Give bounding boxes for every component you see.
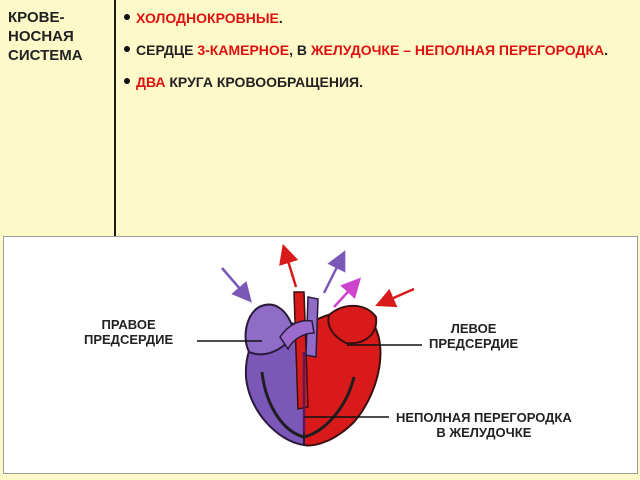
label-right-atrium: ПРАВОЕ ПРЕДСЕРДИЕ: [84, 317, 173, 347]
fact-heart: СЕРДЦЕ 3-КАМЕРНОЕ, В ЖЕЛУДОЧКЕ – НЕПОЛНА…: [124, 40, 634, 60]
fact-text: КРУГА КРОВООБРАЩЕНИЯ: [165, 74, 360, 90]
arrow-arterial-in: [375, 287, 415, 308]
bullet-icon: [124, 14, 130, 21]
fact-text-highlight: 3-КАМЕРНОЕ: [197, 42, 290, 58]
right-atrium: [244, 303, 296, 356]
bullet-icon: [124, 46, 130, 53]
fact-text: СЕРДЦЕ: [136, 42, 198, 58]
arrow-arterial-out: [279, 243, 299, 288]
section-title: КРОВЕ- НОСНАЯ СИСТЕМА: [8, 8, 112, 65]
section-title-line: КРОВЕ-: [8, 9, 65, 26]
fact-text-highlight: ДВА: [136, 74, 166, 90]
fact-cold-blooded: ХОЛОДНОКРОВНЫЕ.: [124, 8, 634, 28]
label-line: ПРАВОЕ: [101, 317, 156, 332]
bullet-icon: [124, 78, 130, 85]
label-line: ЛЕВОЕ: [450, 321, 497, 336]
fact-text-highlight: ХОЛОДНОКРОВНЫЕ: [136, 10, 279, 26]
arrow-venous-out: [322, 250, 346, 294]
fact-text: , В: [289, 42, 311, 58]
label-left-atrium: ЛЕВОЕ ПРЕДСЕРДИЕ: [429, 321, 518, 351]
label-septum: НЕПОЛНАЯ ПЕРЕГОРОДКА В ЖЕЛУДОЧКЕ: [396, 410, 572, 440]
heart-diagram-panel: ПРАВОЕ ПРЕДСЕРДИЕ ЛЕВОЕ ПРЕДСЕРДИЕ НЕПОЛ…: [3, 236, 638, 474]
label-line: НЕПОЛНАЯ ПЕРЕГОРОДКА: [396, 410, 572, 425]
label-line: ПРЕДСЕРДИЕ: [84, 332, 174, 347]
facts-list: ХОЛОДНОКРОВНЫЕ. СЕРДЦЕ 3-КАМЕРНОЕ, В ЖЕЛ…: [124, 8, 634, 104]
label-line: В ЖЕЛУДОЧКЕ: [436, 425, 532, 440]
label-line: ПРЕДСЕРДИЕ: [429, 336, 519, 351]
arrow-venous-in: [221, 267, 252, 303]
column-divider: [114, 0, 116, 236]
heart-diagram: [197, 243, 422, 447]
fact-text: .: [359, 74, 363, 90]
section-title-line: НОСНАЯ: [8, 28, 74, 45]
ventricle-inner: [260, 371, 356, 439]
fact-text: .: [604, 42, 609, 58]
left-atrium: [327, 304, 378, 345]
fact-text: .: [278, 10, 283, 26]
arrow-mixed-out: [333, 277, 362, 308]
fact-text-highlight: ЖЕЛУДОЧКЕ – НЕПОЛНАЯ ПЕРЕГОРОДКА: [310, 42, 605, 58]
fact-circulation: ДВА КРУГА КРОВООБРАЩЕНИЯ.: [124, 72, 634, 92]
section-title-line: СИСТЕМА: [8, 47, 83, 64]
vessel-mixed: [279, 319, 315, 351]
